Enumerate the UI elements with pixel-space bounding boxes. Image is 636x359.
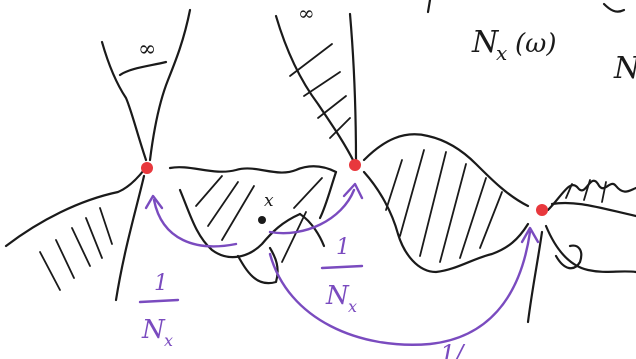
top-stroke	[428, 0, 430, 12]
formula-subscript-x: x	[496, 41, 507, 65]
fraction-mid-denominator: N	[325, 281, 350, 311]
vertex-middle	[349, 159, 361, 171]
far-right-region	[528, 180, 636, 322]
vertex-right	[536, 204, 548, 216]
arrow-to-left-vertex	[154, 200, 236, 246]
infinity-mid: ∞	[298, 1, 315, 25]
vertex-left	[141, 162, 153, 174]
fraction-mid-numerator: 1	[336, 235, 350, 260]
transition-arrows	[146, 184, 538, 345]
left-lower-hatched-region	[6, 170, 144, 300]
left-upper-cusp: ∞	[102, 10, 190, 160]
fraction-left-denominator-sub: x	[164, 331, 173, 350]
top-right-scribble	[604, 4, 624, 12]
fraction-left: 1 N x	[140, 271, 178, 350]
fraction-mid-denominator-sub: x	[348, 297, 357, 316]
point-x-label: x	[264, 191, 274, 211]
fraction-left-numerator: 1	[154, 271, 168, 296]
point-x-dot	[258, 216, 266, 224]
fraction-bottom-partial: 1/	[440, 340, 466, 359]
right-hatched-region	[364, 134, 528, 272]
infinity-left: ∞	[138, 37, 156, 62]
central-hatched-region: x	[170, 166, 336, 283]
fraction-left-denominator: N	[141, 315, 166, 345]
formula-nx-omega: N x (ω)	[471, 25, 557, 65]
formula-n-right-partial: N	[613, 51, 636, 86]
fraction-left-bar	[140, 300, 178, 302]
formula-argument: (ω)	[515, 29, 557, 59]
arrow-to-right-vertex	[270, 232, 530, 345]
fraction-mid: 1 N x	[322, 235, 362, 316]
fraction-mid-bar	[322, 266, 362, 268]
middle-upper-cusp: ∞	[276, 1, 356, 162]
